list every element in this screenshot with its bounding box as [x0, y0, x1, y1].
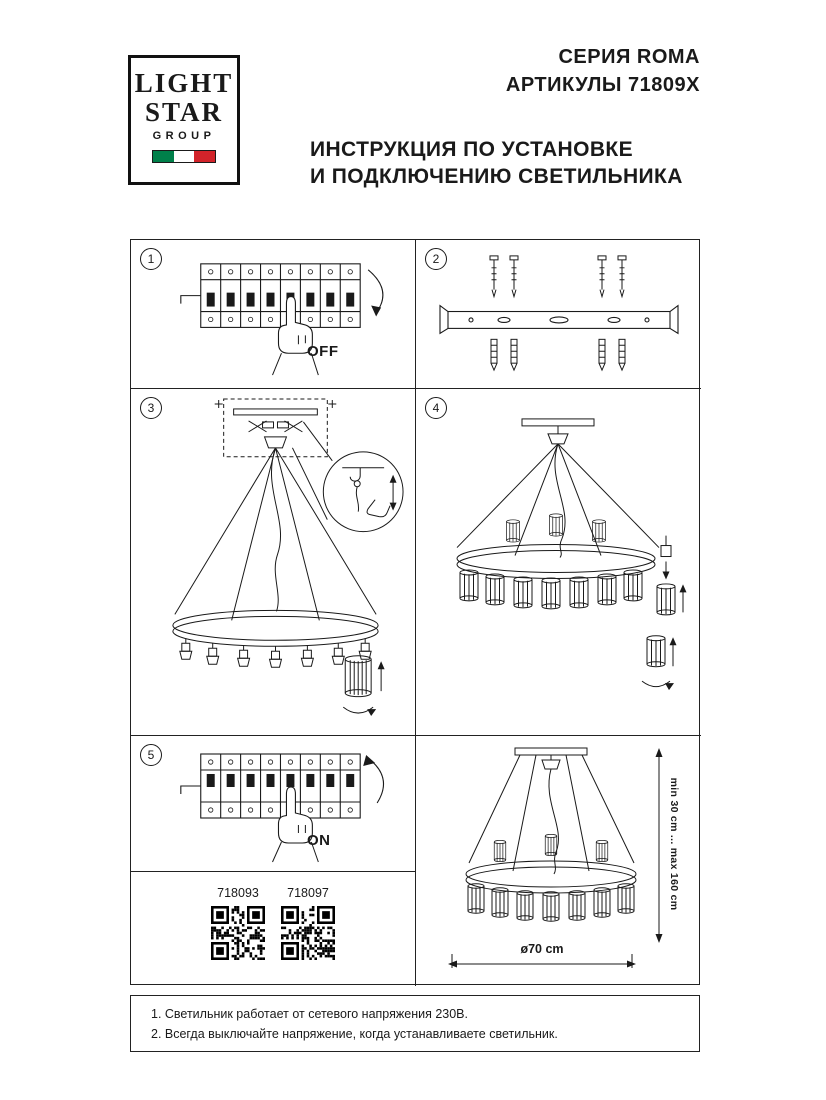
articles-title: АРТИКУЛЫ 71809X: [505, 74, 700, 96]
step-1-cell: 1: [131, 240, 416, 389]
instruction-title-line1: ИНСТРУКЦИЯ ПО УСТАНОВКЕ: [310, 138, 634, 161]
note-line-2: 2. Всегда выключайте напряжение, когда у…: [151, 1027, 558, 1042]
lightstar-logo: LIGHT STAR GROUP: [128, 55, 240, 185]
step-1-number: 1: [140, 248, 162, 270]
ceiling-mounting-drawing: [172, 398, 404, 717]
step-5-drawing-area: ON: [131, 736, 415, 871]
mounting-bracket-drawing: [439, 255, 679, 371]
shade-installation-drawing: [456, 418, 687, 691]
height-dimension-label: min 30 cm ... max 160 cm: [668, 777, 680, 911]
logo-group-text: GROUP: [152, 130, 216, 142]
logo-star-text: STAR: [144, 97, 224, 127]
notes-box: 1. Светильник работает от сетевого напря…: [130, 995, 700, 1052]
step-5-cell: 5: [131, 736, 416, 986]
italy-flag-icon: [152, 150, 216, 163]
instruction-title: ИНСТРУКЦИЯ ПО УСТАНОВКЕ И ПОДКЛЮЧЕНИЮ СВ…: [310, 136, 683, 190]
circuit-breaker-off-drawing: [180, 263, 384, 376]
series-title: СЕРИЯ ROMA: [558, 46, 700, 68]
instruction-grid: 1: [130, 239, 701, 986]
final-view-cell: min 30 cm ... max 160 cm ø70 cm: [416, 736, 701, 986]
step-2-cell: 2: [416, 240, 701, 389]
logo-light-text: LIGHT: [134, 68, 234, 98]
on-label: ON: [307, 832, 331, 849]
step-5-number: 5: [140, 744, 162, 766]
article-code-718097: 718097: [287, 886, 329, 900]
off-label: OFF: [307, 343, 339, 360]
step-4-number: 4: [425, 397, 447, 419]
qr-code-718097: [281, 906, 335, 960]
instruction-title-line2: И ПОДКЛЮЧЕНИЮ СВЕТИЛЬНИКА: [310, 165, 683, 188]
qr-section-divider: [131, 871, 415, 872]
note-line-1: 1. Светильник работает от сетевого напря…: [151, 1007, 468, 1021]
circuit-breaker-on-drawing: [180, 753, 385, 863]
step-2-number: 2: [425, 248, 447, 270]
chandelier-dimensions-drawing: [448, 747, 663, 968]
step-3-number: 3: [140, 397, 162, 419]
qr-code-718093: [211, 906, 265, 960]
article-code-718093: 718093: [217, 886, 259, 900]
diameter-dimension-label: ø70 cm: [520, 942, 564, 956]
step-3-cell: 3: [131, 389, 416, 736]
step-4-cell: 4: [416, 389, 701, 736]
